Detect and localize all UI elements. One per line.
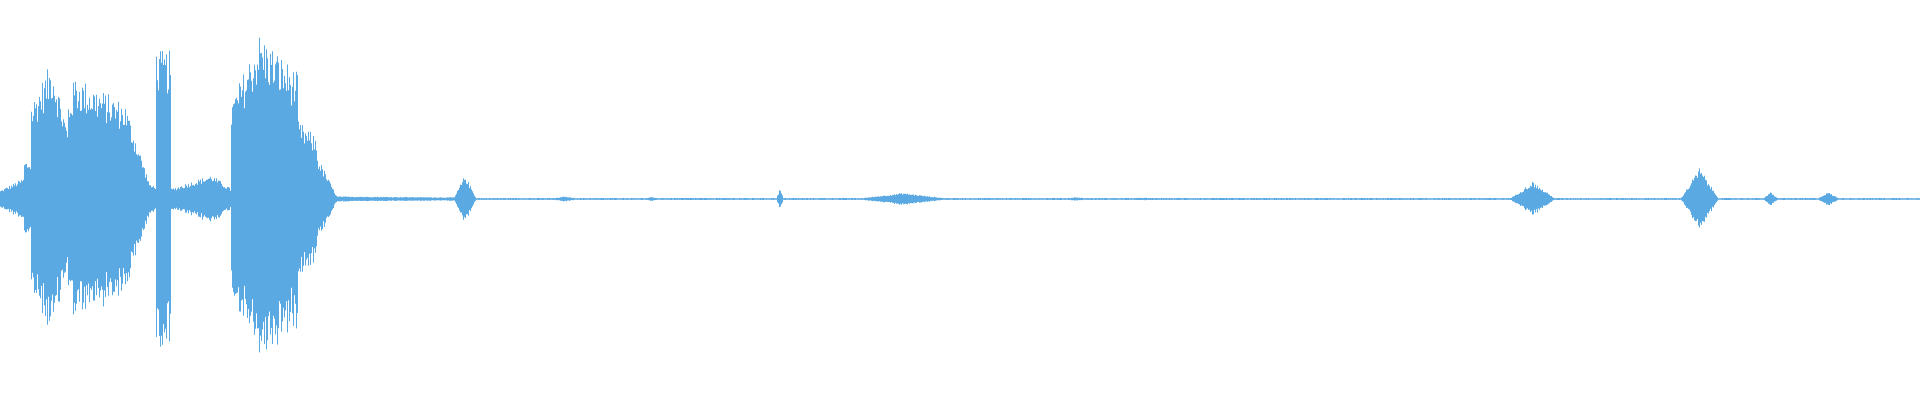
waveform-path (0, 37, 1920, 353)
waveform-samples (0, 37, 1920, 353)
